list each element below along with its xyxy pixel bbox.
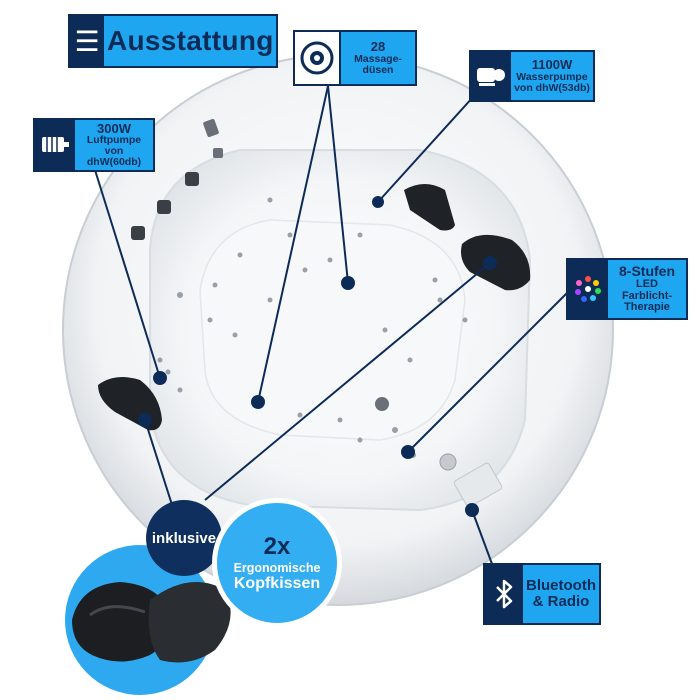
feature-air-pump: 300W Luftpumpe von dhW(60db) (33, 118, 155, 172)
inklusive-badge: inklusive (146, 500, 222, 576)
air-pump-label: Luftpumpe (86, 134, 142, 147)
led-label-1: LED Farblicht- (621, 278, 673, 302)
pillows-badge: 2x Ergonomische Kopfkissen (212, 498, 342, 628)
massage-label-1: Massage- (354, 52, 402, 65)
pillows-label-2: Kopfkissen (233, 575, 321, 592)
page-title: Ausstattung (107, 25, 274, 57)
bluetooth-icon (485, 565, 523, 623)
motor-icon (35, 120, 75, 170)
list-icon: ☰ (70, 16, 104, 66)
feature-led: 8-Stufen LED Farblicht- Therapie (566, 258, 688, 320)
led-levels: 8-Stufen (619, 263, 675, 280)
pillow-image (72, 582, 231, 663)
pillows-count: 2x (263, 533, 291, 560)
water-pump-power: 1100W (531, 57, 573, 73)
headrest-top (404, 184, 455, 231)
header-ausstattung: ☰ Ausstattung (68, 14, 278, 68)
inklusive-label: inklusive (151, 529, 217, 547)
massage-count: 28 (370, 39, 386, 55)
feature-bluetooth: Bluetooth & Radio (483, 563, 601, 625)
massage-label-2: düsen (362, 63, 394, 76)
control-panel (453, 462, 503, 508)
air-pump-brand: von dhW(60db) (86, 145, 142, 169)
feature-water-pump: 1100W Wasserpumpe von dhW(53db) (469, 50, 595, 102)
water-pump-label: Wasserpumpe (516, 70, 588, 83)
drain (375, 397, 389, 411)
led-icon (568, 260, 608, 318)
massage-jets (157, 197, 468, 458)
radio-label: & Radio (532, 593, 590, 610)
feature-massage: 28 Massage- düsen (293, 30, 417, 86)
led-label-2: Therapie (624, 301, 670, 314)
water-pump-brand: von dhW(53db) (514, 81, 590, 94)
faucet-controls (131, 118, 223, 240)
pillows-label-1: Ergonomische (233, 561, 321, 575)
air-pump-power: 300W (97, 120, 131, 136)
bluetooth-label: Bluetooth (526, 577, 596, 595)
nozzle-icon (295, 32, 341, 84)
pump-icon (471, 52, 511, 100)
